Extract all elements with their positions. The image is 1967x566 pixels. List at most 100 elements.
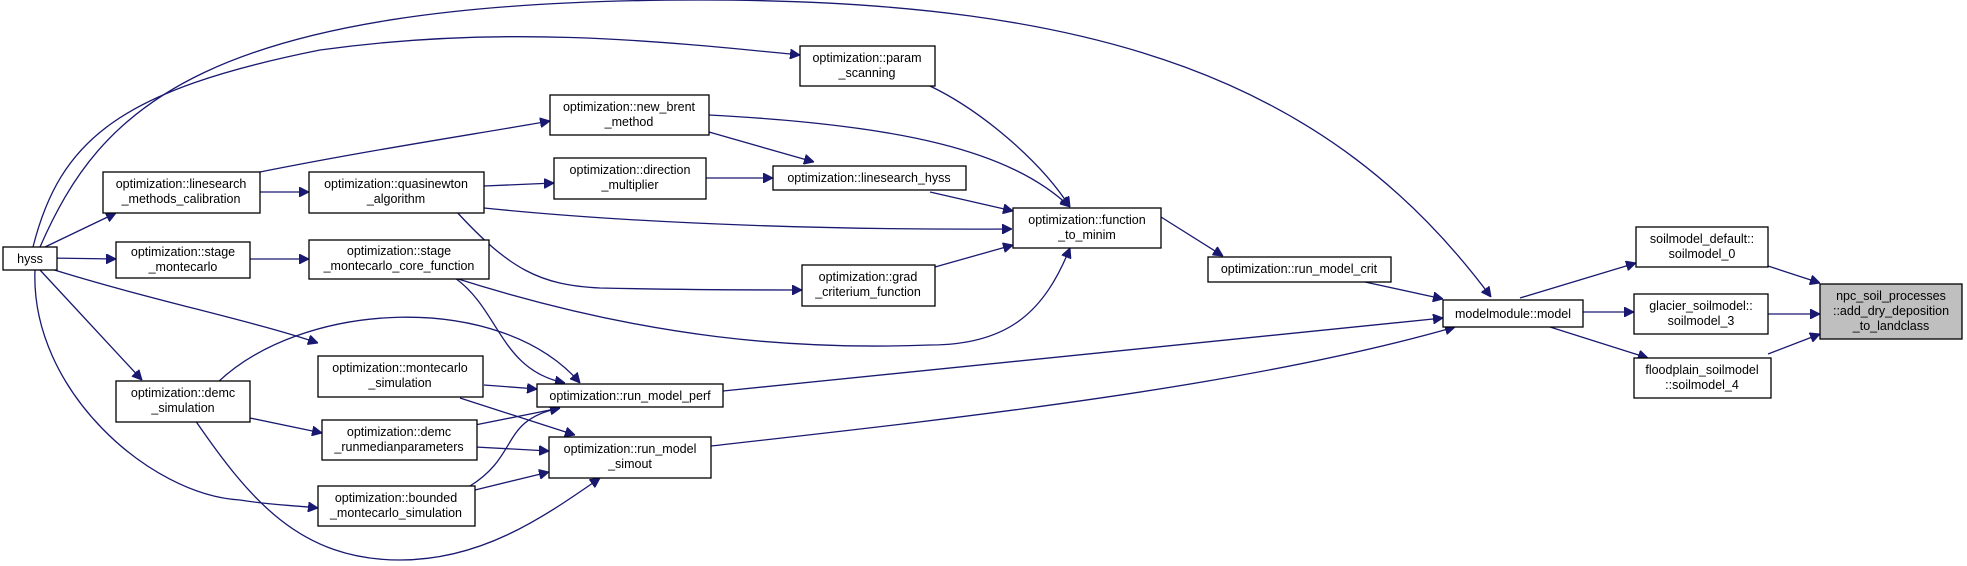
node-label: _criterium_function [814,285,921,299]
edge-function-to-minim-to-run-model-crit [1160,216,1223,256]
edge-soilmodel-4-to-add-dry-deposition [1767,334,1820,355]
node-label: floodplain_soilmodel [1645,363,1758,377]
node-label: soilmodel_default:: [1650,232,1754,246]
node-add-dry-deposition-to-landclass[interactable]: npc_soil_processes ::add_dry_deposition … [1819,283,1963,340]
edge-model-to-soilmodel-4 [1549,326,1648,358]
node-param-scanning[interactable]: optimization::param _scanning [799,45,936,87]
node-label: optimization::stage [347,244,451,258]
node-label: soilmodel_3 [1668,314,1735,328]
edge-mc-sim-to-run-model-perf [483,385,537,389]
node-stage-montecarlo-core-function[interactable]: optimization::stage _montecarlo_core_fun… [308,239,490,280]
node-label: optimization::montecarlo [332,361,468,375]
node-label: ::soilmodel_4 [1665,378,1739,392]
edge-param-scanning-to-function-to-minim [929,85,1070,207]
edge-hyss-to-demc-sim [39,269,142,380]
edge-run-model-simout-to-model [710,327,1455,447]
node-direction-multiplier[interactable]: optimization::direction _multiplier [553,157,707,200]
edge-bounded-mc-to-run-model-simout [474,472,549,491]
node-label: _montecarlo [148,260,218,274]
edge-model-to-soilmodel-0 [1519,263,1636,299]
edge-run-model-perf-to-model [722,318,1443,392]
node-label: _algorithm [366,192,425,206]
node-label: _montecarlo_core_function [323,259,475,273]
edge-hyss-to-model [39,0,1491,297]
edge-hyss-to-linesearch-cal [44,213,116,248]
node-label: optimization::demc [347,425,451,439]
edge-new-brent-to-linesearch-hyss [708,131,814,162]
edge-new-brent-to-function-to-minim [708,114,1070,207]
node-label: soilmodel_0 [1669,247,1736,261]
node-label: optimization::grad [819,270,918,284]
edge-mc-sim-to-run-model-simout [459,397,575,435]
node-label: _scanning [838,66,896,80]
node-label: _to_minim [1057,228,1116,242]
node-label: hyss [17,252,43,266]
node-label: _to_landclass [1852,319,1929,333]
node-run-model-simout[interactable]: optimization::run_model _simout [548,436,712,479]
node-label: _method [604,115,654,129]
node-montecarlo-simulation[interactable]: optimization::montecarlo _simulation [317,355,484,398]
node-function-to-minim[interactable]: optimization::function _to_minim [1012,207,1162,249]
node-label: _runmedianparameters [333,440,463,454]
node-modelmodule-model[interactable]: modelmodule::model [1442,299,1584,328]
edge-quasinewton-to-grad-crit [454,209,802,290]
node-label: optimization::bounded [335,491,457,505]
node-label: _multiplier [601,178,659,192]
node-label: optimization::param [812,51,921,65]
node-label: optimization::new_brent [563,100,696,114]
edge-quasinewton-to-direction-mult [483,183,554,186]
node-new-brent-method[interactable]: optimization::new_brent _method [549,94,710,136]
edge-hyss-to-stage-mc [47,258,116,259]
node-label: optimization::run_model_crit [1221,262,1378,276]
node-label: optimization::run_model_perf [549,389,711,403]
node-label: optimization::linesearch_hyss [787,171,950,185]
node-run-model-crit[interactable]: optimization::run_model_crit [1207,256,1392,283]
node-label: optimization::demc [131,386,235,400]
node-label: _simout [607,457,652,471]
node-label: optimization::quasinewton [324,177,468,191]
node-label: npc_soil_processes [1836,289,1946,303]
edge-demc-sim-to-demc-runmedian [249,417,322,433]
edge-hyss-to-param-scanning [32,36,800,248]
edge-run-model-crit-to-model [1364,281,1443,299]
node-label: glacier_soilmodel:: [1649,299,1753,313]
node-linesearch-methods-calibration[interactable]: optimization::linesearch _methods_calibr… [102,171,261,214]
edge-linesearch-hyss-to-function-to-minim [929,191,1013,211]
node-soilmodel-4[interactable]: floodplain_soilmodel ::soilmodel_4 [1633,357,1772,399]
node-label: optimization::linesearch [116,177,247,191]
node-label: optimization::run_model [564,442,697,456]
nodes: hyss optimization::linesearch _methods_c… [2,45,1963,527]
edge-demc-sim-to-run-model-simout [194,419,600,561]
node-label: optimization::direction [570,163,691,177]
edge-stage-mc-core-to-run-model-perf [454,277,565,383]
edge-soilmodel-0-to-add-dry-deposition [1767,265,1820,283]
node-label: _methods_calibration [121,192,241,206]
node-label: _montecarlo_simulation [329,506,462,520]
node-label: _simulation [367,376,431,390]
node-quasinewton-algorithm[interactable]: optimization::quasinewton _algorithm [308,171,485,214]
edge-demc-sim-to-run-model-perf [214,316,580,386]
node-bounded-montecarlo-simulation[interactable]: optimization::bounded _montecarlo_simula… [317,485,476,527]
edge-demc-runmedian-to-run-model-simout [474,447,549,451]
node-demc-runmedianparameters[interactable]: optimization::demc _runmedianparameters [321,419,478,461]
node-soilmodel-3[interactable]: glacier_soilmodel:: soilmodel_3 [1633,293,1769,335]
node-stage-montecarlo[interactable]: optimization::stage _montecarlo [115,241,251,279]
node-label: optimization::stage [131,245,235,259]
node-label: _simulation [150,401,214,415]
edge-linesearch-cal-to-new-brent [254,121,550,174]
edge-grad-crit-to-function-to-minim [934,245,1013,268]
node-run-model-perf[interactable]: optimization::run_model_perf [536,383,724,408]
node-hyss[interactable]: hyss [2,246,58,271]
edge-hyss-to-bounded-mc [34,269,318,508]
node-label: ::add_dry_deposition [1833,304,1949,318]
node-linesearch-hyss[interactable]: optimization::linesearch_hyss [772,165,967,191]
node-demc-simulation[interactable]: optimization::demc _simulation [115,380,251,423]
edge-quasinewton-to-function-to-minim [483,207,1012,229]
edges [32,0,1820,561]
node-grad-criterium-function[interactable]: optimization::grad _criterium_function [801,264,936,307]
node-soilmodel-0[interactable]: soilmodel_default:: soilmodel_0 [1635,226,1769,268]
node-label: optimization::function [1028,213,1145,227]
edge-hyss-to-mc-sim [47,267,318,343]
edge-bounded-mc-to-run-model-perf [469,408,560,487]
